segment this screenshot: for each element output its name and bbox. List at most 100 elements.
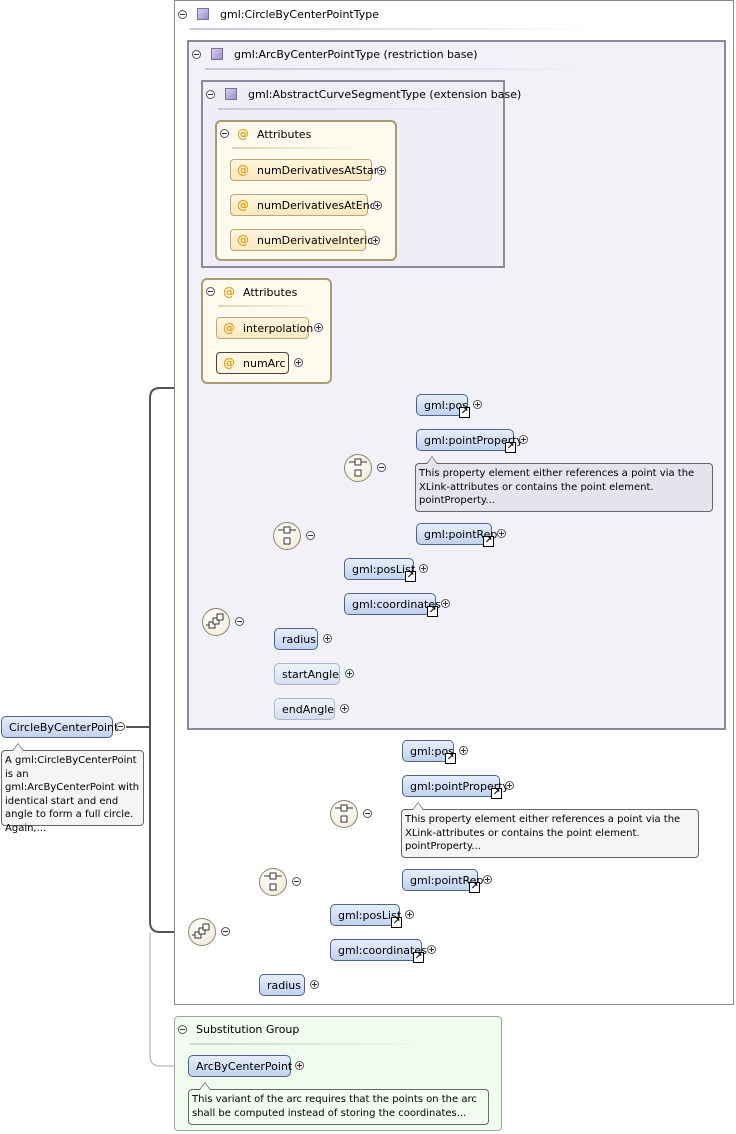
attribute-icon: @ [237, 127, 249, 141]
collapse-icon[interactable] [292, 877, 301, 886]
collapse-icon[interactable] [206, 90, 215, 99]
element-label: ArcByCenterPoint [196, 1060, 293, 1073]
expand-icon[interactable] [459, 746, 468, 755]
sequence-compositor-icon[interactable] [202, 608, 230, 636]
collapse-icon[interactable] [178, 1025, 187, 1034]
collapse-icon[interactable] [220, 129, 229, 138]
note-text: A gml:CircleByCenterPoint is an gml:ArcB… [5, 755, 140, 834]
collapse-icon[interactable] [192, 50, 201, 59]
element-gml-point-rep[interactable]: gml:pointRep↗ [416, 523, 497, 547]
sequence-compositor-icon[interactable] [344, 454, 372, 482]
element-radius[interactable]: radius [274, 628, 318, 650]
choice-compositor-icon[interactable] [273, 522, 301, 550]
expand-icon[interactable] [294, 358, 303, 367]
note-text: This variant of the arc requires that th… [192, 1094, 477, 1119]
element-label: startAngle [282, 668, 339, 681]
element-gml-pos-list[interactable]: gml:posList↗ [344, 558, 416, 582]
collapse-icon[interactable] [116, 722, 125, 731]
attribute-num-arc[interactable]: @ numArc [216, 352, 289, 374]
expand-icon[interactable] [295, 1061, 304, 1070]
choice-glyph [335, 804, 353, 823]
expand-icon[interactable] [473, 400, 482, 409]
element-gml-point-property[interactable]: gml:pointProperty↗ [402, 775, 509, 799]
element-gml-coordinates[interactable]: gml:coordinates↗ [330, 939, 427, 963]
header-divider [218, 108, 468, 110]
element-gml-point-property[interactable]: gml:pointProperty↗ [416, 429, 523, 453]
reference-arrow-icon: ↗ [391, 917, 402, 928]
attribute-icon: @ [223, 285, 235, 299]
reference-arrow-icon: ↗ [469, 882, 480, 893]
header-divider [218, 305, 318, 307]
attribute-icon: @ [237, 233, 249, 247]
expand-icon[interactable] [419, 564, 428, 573]
attributes-title: Attributes [257, 128, 312, 141]
documentation-note: This property element either references … [401, 802, 699, 858]
collapse-icon[interactable] [377, 463, 386, 472]
collapse-icon[interactable] [178, 10, 187, 19]
element-label: gml:coordinates [352, 598, 441, 611]
expand-icon[interactable] [310, 980, 319, 989]
element-gml-pos[interactable]: gml:pos↗ [402, 740, 456, 764]
reference-arrow-icon: ↗ [505, 442, 516, 453]
element-label: radius [282, 633, 317, 646]
reference-arrow-icon: ↗ [483, 536, 494, 547]
expand-icon[interactable] [441, 599, 450, 608]
expand-icon[interactable] [505, 781, 514, 790]
reference-arrow-icon: ↗ [491, 788, 502, 799]
attribute-interpolation[interactable]: @ interpolation [216, 317, 313, 339]
sequence-compositor-icon[interactable] [188, 918, 216, 946]
collapse-icon[interactable] [306, 531, 315, 540]
element-label: gml:pos [424, 399, 468, 412]
element-gml-coordinates[interactable]: gml:coordinates↗ [344, 593, 441, 617]
element-end-angle[interactable]: endAngle [274, 698, 335, 720]
attribute-num-derivatives-at-start[interactable]: @ numDerivativesAtStart [230, 159, 383, 181]
expand-icon[interactable] [345, 669, 354, 678]
expand-icon[interactable] [314, 323, 323, 332]
element-gml-pos[interactable]: gml:pos↗ [416, 394, 470, 418]
complex-type-icon [225, 88, 237, 100]
expand-icon[interactable] [519, 435, 528, 444]
root-documentation-note: A gml:CircleByCenterPoint is an gml:ArcB… [1, 743, 144, 834]
element-arc-by-center-point[interactable]: ArcByCenterPoint [188, 1055, 293, 1077]
choice-compositor-icon[interactable] [259, 868, 287, 896]
note-pointer [199, 1082, 211, 1090]
element-label: gml:pointProperty [424, 434, 524, 447]
attribute-num-derivatives-at-end[interactable]: @ numDerivativesAtEnd [230, 194, 377, 216]
arc-type-title: gml:ArcByCenterPointType (restriction ba… [234, 48, 478, 61]
collapse-icon[interactable] [206, 287, 215, 296]
header-divider [190, 1043, 430, 1045]
element-gml-point-rep[interactable]: gml:pointRep↗ [402, 869, 483, 893]
attribute-num-derivative-interior[interactable]: @ numDerivativeInterior [230, 229, 379, 251]
expand-icon[interactable] [427, 945, 436, 954]
element-label: CircleByCenterPoint [9, 721, 119, 734]
attribute-label: numDerivativesAtEnd [257, 199, 377, 212]
collapse-icon[interactable] [221, 927, 230, 936]
choice-glyph [349, 458, 367, 477]
element-start-angle[interactable]: startAngle [274, 663, 340, 685]
expand-icon[interactable] [405, 910, 414, 919]
expand-icon[interactable] [377, 166, 386, 175]
element-label: gml:coordinates [338, 944, 427, 957]
complex-type-icon [197, 8, 209, 20]
expand-icon[interactable] [340, 704, 349, 713]
collapse-icon[interactable] [363, 809, 372, 818]
element-radius[interactable]: radius [259, 974, 305, 996]
root-element-circle-by-center-point[interactable]: CircleByCenterPoint [1, 716, 118, 738]
collapse-icon[interactable] [235, 617, 244, 626]
expand-icon[interactable] [497, 529, 506, 538]
expand-icon[interactable] [373, 201, 382, 210]
substitution-group-title: Substitution Group [196, 1023, 300, 1036]
reference-arrow-icon: ↗ [445, 753, 456, 764]
circle-type-title: gml:CircleByCenterPointType [220, 8, 380, 21]
sequence-compositor-icon[interactable] [330, 800, 358, 828]
attributes-title: Attributes [243, 286, 298, 299]
expand-icon[interactable] [323, 634, 332, 643]
attribute-icon: @ [223, 356, 235, 370]
element-gml-pos-list[interactable]: gml:posList↗ [330, 904, 402, 928]
expand-icon[interactable] [483, 875, 492, 884]
documentation-note: This property element either references … [415, 456, 713, 512]
reference-arrow-icon: ↗ [459, 407, 470, 418]
expand-icon[interactable] [371, 236, 380, 245]
attribute-label: numArc [243, 357, 286, 370]
element-label: gml:posList [352, 563, 416, 576]
